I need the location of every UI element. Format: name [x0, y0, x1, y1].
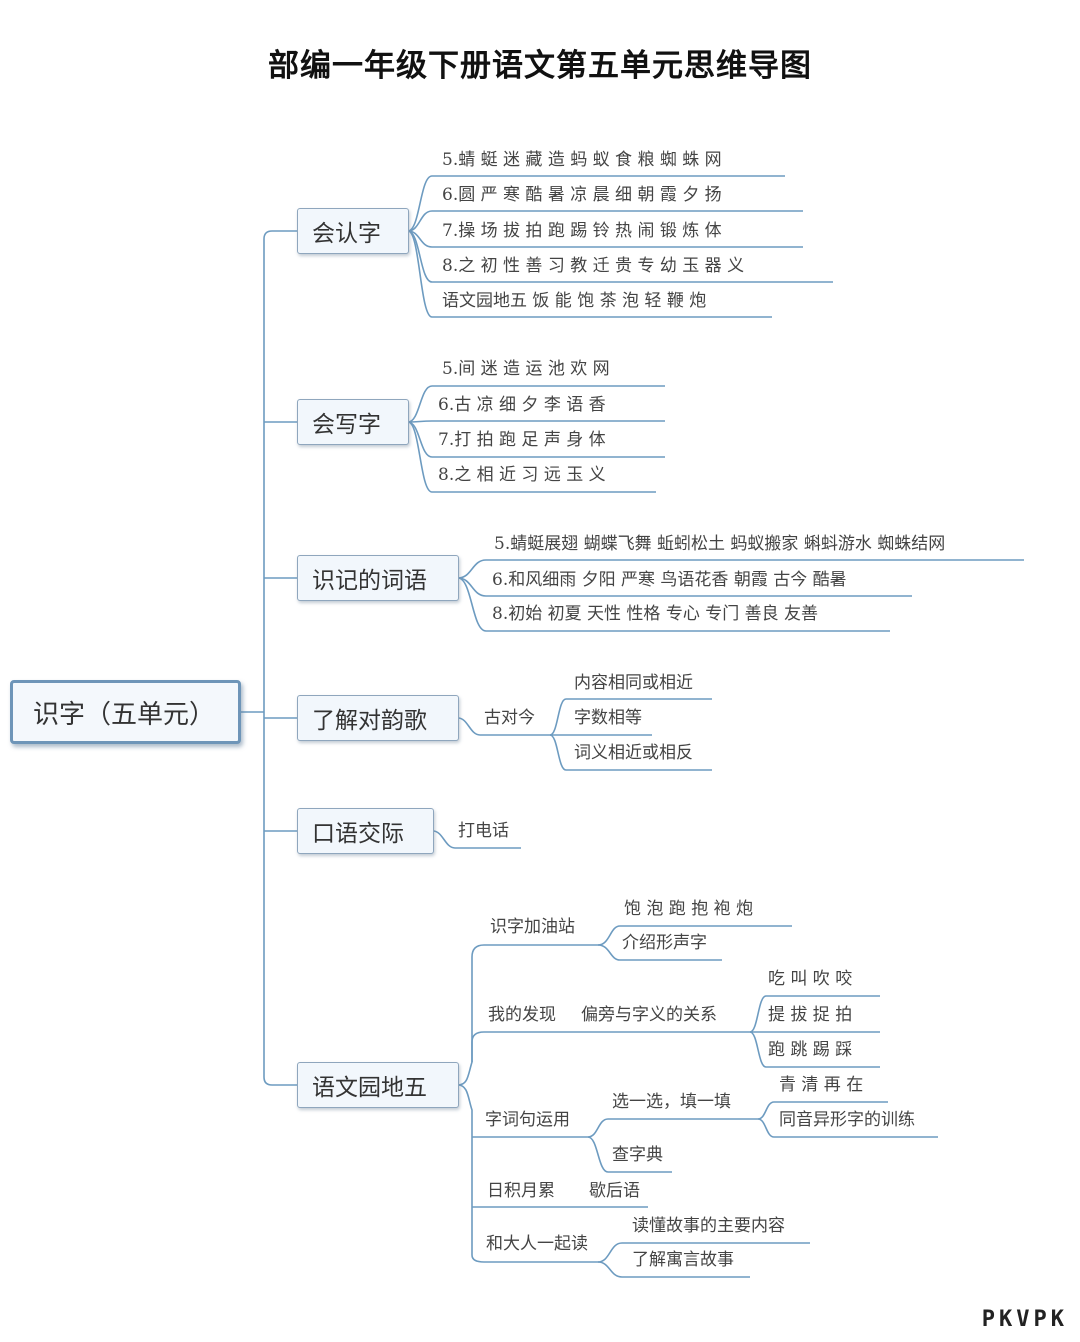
branch-label: 识记的词语 [312, 568, 427, 594]
branch-node-kouyu-jiaoji: 口语交际 [297, 808, 434, 854]
leaf-item: 5.间 迷 造 运 池 欢 网 [442, 359, 610, 379]
leaf-item: 7.打 拍 跑 足 声 身 体 [438, 430, 606, 450]
leaf-item: 吃 叫 吹 咬 [768, 969, 853, 989]
branch-node-shiji-ciyu: 识记的词语 [297, 555, 459, 601]
leaf-item: 8.之 初 性 善 习 教 迁 贵 专 幼 玉 器 义 [442, 256, 745, 276]
leaf-item: 8.初始 初夏 天性 性格 专心 专门 善良 友善 [492, 604, 819, 624]
leaf-item: 同音异形字的训练 [779, 1110, 915, 1130]
group-node: 识字加油站 [490, 917, 575, 937]
group-node: 我的发现 [488, 1005, 556, 1025]
sub-node: 古对今 [484, 708, 535, 728]
leaf-item: 6.圆 严 寒 酷 暑 凉 晨 细 朝 霞 夕 扬 [442, 185, 722, 205]
leaf-item: 字数相等 [574, 708, 642, 728]
sub-node: 歇后语 [589, 1181, 640, 1201]
leaf-item: 青 清 再 在 [779, 1075, 864, 1095]
root-label: 识字（五单元） [33, 699, 216, 730]
leaf-item: 跑 跳 踢 踩 [768, 1040, 853, 1060]
branch-label: 会认字 [312, 221, 381, 247]
page-title: 部编一年级下册语文第五单元思维导图 [268, 48, 812, 84]
group-node: 字词句运用 [485, 1110, 570, 1130]
branch-node-yuandi-wu: 语文园地五 [297, 1062, 459, 1108]
leaf-item: 读懂故事的主要内容 [632, 1216, 785, 1236]
leaf-item: 6.和风细雨 夕阳 严寒 鸟语花香 朝霞 古今 酷暑 [492, 570, 847, 590]
leaf-item: 5.蜻 蜓 迷 藏 造 蚂 蚁 食 粮 蜘 蛛 网 [442, 150, 722, 170]
leaf-item: 语文园地五 饭 能 饱 茶 泡 轻 鞭 炮 [442, 291, 707, 311]
leaf-item: 5.蜻蜓展翅 蝴蝶飞舞 蚯蚓松土 蚂蚁搬家 蝌蚪游水 蜘蛛结网 [494, 534, 946, 554]
leaf-item: 内容相同或相近 [574, 673, 693, 693]
leaf-item: 了解寓言故事 [632, 1250, 734, 1270]
branch-label: 会写字 [312, 412, 381, 438]
branch-label: 语文园地五 [312, 1075, 427, 1101]
leaf-item: 介绍形声字 [622, 933, 707, 953]
leaf-item: 7.操 场 拔 拍 跑 踢 铃 热 闹 锻 炼 体 [442, 221, 722, 241]
watermark: PKVPK [981, 1307, 1068, 1332]
leaf-item: 查字典 [612, 1145, 663, 1165]
leaf-item: 8.之 相 近 习 远 玉 义 [438, 465, 606, 485]
sub-node: 选一选，填一填 [612, 1092, 731, 1112]
sub-node: 偏旁与字义的关系 [581, 1005, 717, 1025]
branch-node-duiyunge: 了解对韵歌 [297, 695, 459, 741]
sub-node: 打电话 [458, 821, 509, 841]
group-node: 和大人一起读 [486, 1234, 588, 1254]
group-node: 日积月累 [487, 1181, 555, 1201]
leaf-item: 饱 泡 跑 抱 袍 炮 [624, 899, 754, 919]
branch-label: 了解对韵歌 [312, 708, 427, 734]
leaf-item: 词义相近或相反 [574, 743, 693, 763]
branch-node-huixiezi: 会写字 [297, 399, 409, 445]
root-node: 识字（五单元） [10, 680, 241, 744]
leaf-item: 提 拔 捉 拍 [768, 1005, 853, 1025]
branch-label: 口语交际 [312, 821, 404, 847]
branch-node-huirenzi: 会认字 [297, 208, 409, 254]
leaf-item: 6.古 凉 细 夕 李 语 香 [438, 395, 606, 415]
